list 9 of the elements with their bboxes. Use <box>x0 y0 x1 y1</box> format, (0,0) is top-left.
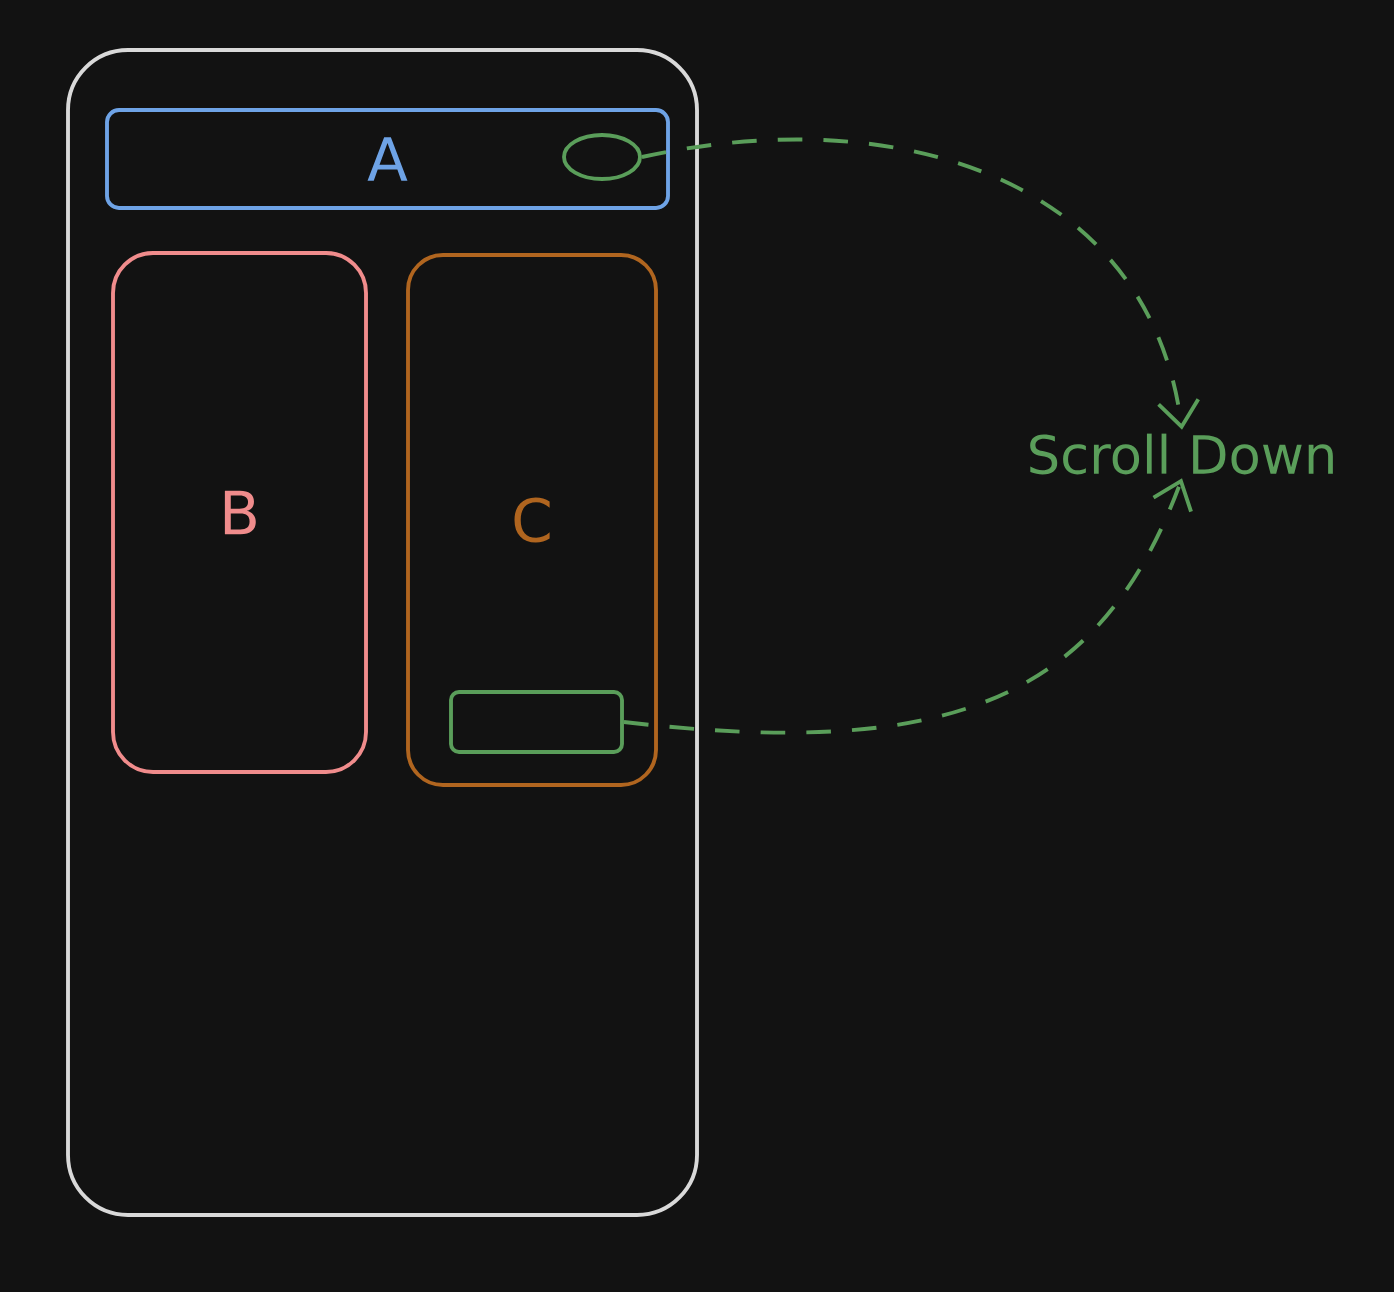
content-box: B <box>111 251 368 774</box>
button-ellipse <box>562 133 642 181</box>
phone-frame <box>66 48 699 1217</box>
content-box: C <box>406 253 658 787</box>
dashed-arrow <box>641 138 1200 430</box>
dashed-arrow <box>623 478 1193 735</box>
header-box: A <box>105 108 670 210</box>
button-box <box>449 690 624 754</box>
bare-text: Scroll Down <box>1030 433 1333 475</box>
